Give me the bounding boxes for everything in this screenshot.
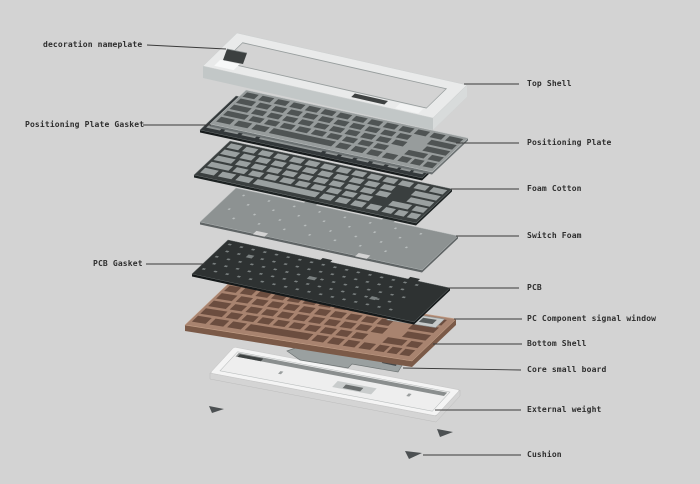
label-pcb-gasket: PCB Gasket xyxy=(93,259,143,268)
label-pcb: PCB xyxy=(527,283,542,292)
label-decoration-nameplate: decoration nameplate xyxy=(43,40,143,49)
positioning-plate-gasket-part xyxy=(209,89,469,175)
cushion-feet xyxy=(209,406,453,459)
cushion-foot-left xyxy=(209,406,224,413)
switch-foam-part xyxy=(199,187,459,273)
label-external-weight: External weight xyxy=(527,405,602,414)
leader-core-small-board xyxy=(402,367,522,371)
label-switch-foam: Switch Foam xyxy=(527,231,582,240)
label-cushion: Cushion xyxy=(527,450,562,459)
leader-decoration-nameplate xyxy=(146,44,227,50)
top-shell-front-slot xyxy=(351,93,388,105)
label-top-shell: Top Shell xyxy=(527,79,572,88)
cushion-foot-right xyxy=(437,429,453,437)
external-weight-part xyxy=(209,347,461,423)
decoration-nameplate-part xyxy=(223,49,247,64)
label-pc-component-signal-window: PC Component signal window xyxy=(527,314,657,323)
top-shell-right-face xyxy=(433,85,467,130)
label-positioning-plate: Positioning Plate xyxy=(527,138,612,147)
top-shell-part xyxy=(202,32,468,130)
top-shell-front-face xyxy=(203,66,467,130)
external-weight-edge xyxy=(209,372,461,423)
leader-lines xyxy=(143,44,522,456)
label-bottom-shell: Bottom Shell xyxy=(527,339,587,348)
cushion-foot-labeled xyxy=(405,451,422,459)
pcb-part xyxy=(191,239,451,325)
label-core-small-board: Core small board xyxy=(527,365,607,374)
foam-cotton-part xyxy=(193,140,453,226)
label-foam-cotton: Foam Cotton xyxy=(527,184,582,193)
label-positioning-plate-gasket: Positioning Plate Gasket xyxy=(25,120,145,129)
